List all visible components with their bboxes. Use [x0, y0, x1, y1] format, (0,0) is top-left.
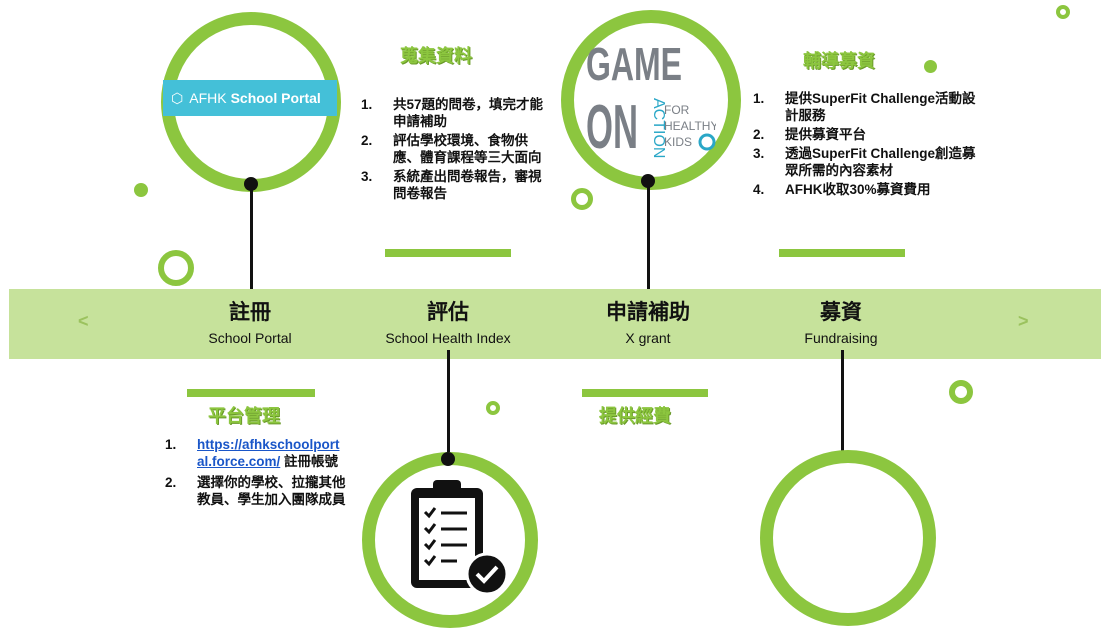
step-subtitle-grant: X grant	[625, 330, 671, 346]
connector-line	[447, 350, 450, 460]
step-subtitle-evaluate: School Health Index	[385, 330, 511, 346]
logo-action: ACTION	[650, 98, 667, 158]
decor-ring	[571, 188, 593, 210]
list-item: 1.https://afhkschoolport al.force.com/ 註…	[165, 437, 340, 469]
list-item: 2.選擇你的學校、拉攏其他教員、學生加入團隊成員	[165, 475, 346, 507]
decor-ring	[158, 250, 194, 286]
connector-line	[841, 350, 844, 460]
funding-heading: 提供經費	[599, 406, 671, 426]
list-item: 4.AFHK收取30%募資費用	[753, 182, 931, 197]
portal-link[interactable]: https://afhkschoolport al.force.com/	[197, 437, 340, 469]
step-subtitle-register: School Portal	[208, 330, 292, 346]
prev-arrow[interactable]: <	[78, 311, 89, 331]
portal-brand: AFHK	[189, 90, 227, 106]
connector-line	[250, 183, 253, 290]
collect-heading: 蒐集資料	[400, 46, 472, 66]
fund-help-underline	[779, 249, 905, 257]
connector-pin	[244, 177, 258, 191]
collect-list: 1.共57題的問卷，填完才能申請補助 2.評估學校環境、食物供應、體育課程等三大…	[361, 96, 546, 204]
decor-ring	[949, 380, 973, 404]
portal-text: School Portal	[230, 90, 321, 106]
decor-dot	[924, 60, 937, 73]
list-item: 3.系統產出問卷報告，審視問卷報告	[361, 169, 542, 201]
step-title-register: 註冊	[229, 301, 271, 324]
step-title-evaluate: 評估	[427, 301, 469, 324]
list-item: 2.評估學校環境、食物供應、體育課程等三大面向	[361, 133, 542, 165]
game-on-logo: GAME ON ACTION FOR HEALTHY KIDS	[586, 38, 716, 158]
logo-on: ON	[586, 93, 638, 158]
logo-ring-icon	[698, 133, 716, 151]
decor-dot	[134, 183, 148, 197]
logo-game: GAME	[586, 38, 682, 90]
connector-pin	[641, 174, 655, 188]
school-portal-logo: ⬡ AFHK School Portal	[163, 80, 337, 116]
hexagon-icon: ⬡	[171, 89, 184, 106]
funding-topbar	[582, 389, 708, 397]
clipboard-check-icon	[411, 480, 509, 596]
decor-ring	[486, 401, 500, 415]
fund-help-list: 1.提供SuperFit Challenge活動設計服務 2.提供募資平台 3.…	[753, 90, 988, 200]
list-item: 3.透過SuperFit Challenge創造募眾所需的內容素材	[753, 146, 976, 178]
timeline-band	[9, 289, 1101, 359]
platform-list: 1.https://afhkschoolport al.force.com/ 註…	[165, 436, 355, 510]
decor-ring	[1056, 5, 1070, 19]
connector-line	[647, 181, 650, 290]
logo-for: FOR	[664, 103, 690, 117]
list-item: 1.提供SuperFit Challenge活動設計服務	[753, 91, 976, 123]
fund-help-heading: 輔導募資	[803, 51, 875, 71]
step-subtitle-fundraising: Fundraising	[804, 330, 878, 346]
logo-kids: KIDS	[664, 135, 692, 149]
platform-topbar	[187, 389, 315, 397]
list-item: 2.提供募資平台	[753, 127, 866, 142]
connector-pin	[441, 452, 455, 466]
logo-healthy: HEALTHY	[664, 119, 716, 133]
step-title-grant: 申請補助	[606, 301, 690, 324]
step-title-fundraising: 募資	[820, 301, 862, 324]
next-arrow[interactable]: >	[1018, 311, 1029, 331]
funding-ring	[760, 450, 936, 626]
collect-underline	[385, 249, 511, 257]
list-item: 1.共57題的問卷，填完才能申請補助	[361, 97, 544, 129]
platform-heading: 平台管理	[208, 406, 280, 426]
